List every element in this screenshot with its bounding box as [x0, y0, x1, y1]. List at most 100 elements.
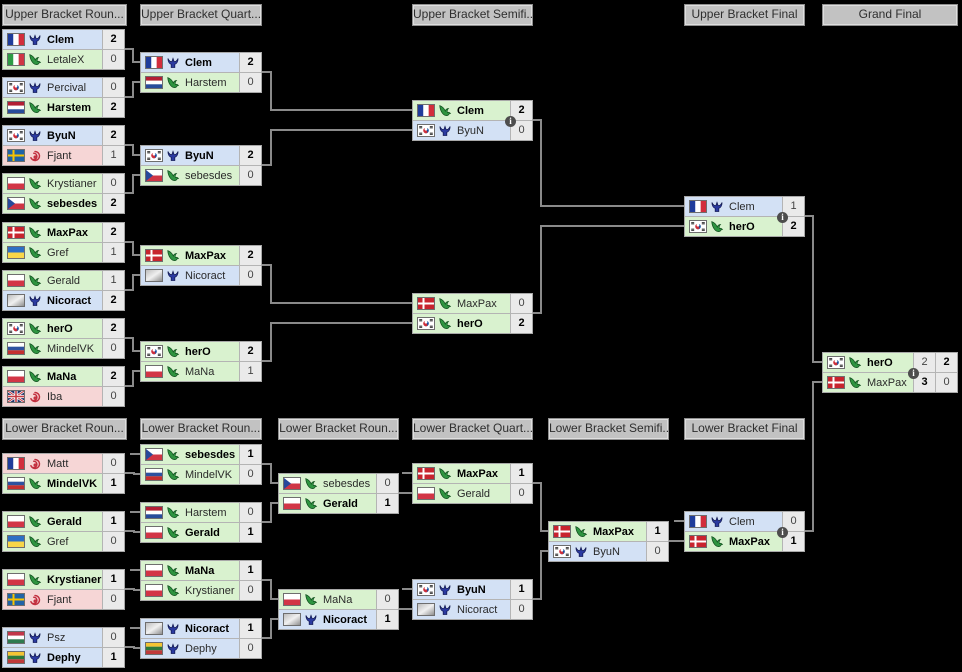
player-name[interactable]: Fjant: [47, 593, 72, 606]
player-name[interactable]: Gerald: [47, 274, 81, 287]
player-name[interactable]: MaxPax: [457, 297, 497, 310]
player-name[interactable]: MindelVK: [47, 342, 95, 355]
player-name[interactable]: Krystianer: [185, 584, 235, 597]
player-name[interactable]: ByuN: [185, 149, 214, 162]
player-name[interactable]: Nicoract: [457, 603, 498, 616]
player-name[interactable]: MaxPax: [457, 467, 498, 480]
player-name[interactable]: Dephy: [185, 642, 217, 655]
player-name[interactable]: MaxPax: [593, 525, 634, 538]
player-name[interactable]: ByuN: [47, 129, 76, 142]
player-name[interactable]: Clem: [729, 200, 755, 213]
player-name[interactable]: sebesdes: [323, 477, 371, 490]
player-name[interactable]: Clem: [729, 515, 755, 528]
player-name[interactable]: Dephy: [47, 651, 81, 664]
player-name[interactable]: Matt: [47, 457, 69, 470]
player-name[interactable]: herO: [867, 356, 893, 369]
player-name[interactable]: herO: [729, 220, 755, 233]
player-name[interactable]: Gref: [47, 246, 69, 259]
player-name[interactable]: MindelVK: [47, 477, 98, 490]
player-name[interactable]: ByuN: [457, 124, 484, 137]
player-name[interactable]: MaxPax: [47, 226, 88, 239]
player-name[interactable]: Gerald: [323, 497, 358, 510]
info-icon[interactable]: i: [908, 368, 919, 379]
player-name[interactable]: MaxPax: [729, 535, 770, 548]
player-name[interactable]: Clem: [47, 33, 74, 46]
player-name[interactable]: herO: [47, 322, 73, 335]
player-name[interactable]: MaNa: [185, 365, 215, 378]
player-name[interactable]: herO: [185, 345, 211, 358]
player-name[interactable]: Krystianer: [47, 573, 102, 586]
player-name[interactable]: Nicoract: [323, 613, 368, 626]
player-name[interactable]: Clem: [457, 104, 484, 117]
player-name[interactable]: Harstem: [185, 506, 227, 519]
player-name[interactable]: Gref: [47, 535, 69, 548]
player-name[interactable]: Psz: [47, 631, 66, 644]
info-icon[interactable]: i: [777, 527, 788, 538]
player-name[interactable]: MindelVK: [185, 468, 233, 481]
player-name[interactable]: sebesdes: [185, 169, 233, 182]
info-icon[interactable]: i: [777, 212, 788, 223]
player-name[interactable]: MaNa: [323, 593, 353, 606]
player-name[interactable]: LetaleX: [47, 53, 85, 66]
player-name[interactable]: MaxPax: [867, 376, 907, 389]
player-name[interactable]: sebesdes: [47, 197, 98, 210]
player-name[interactable]: MaxPax: [185, 249, 226, 262]
player-name[interactable]: Gerald: [185, 526, 220, 539]
player-name[interactable]: Gerald: [47, 515, 82, 528]
player-name[interactable]: Clem: [185, 56, 212, 69]
info-icon[interactable]: i: [505, 116, 516, 127]
player-name[interactable]: Nicoract: [185, 622, 230, 635]
player-name[interactable]: ByuN: [593, 545, 620, 558]
player-name[interactable]: Iba: [47, 390, 63, 403]
player-name[interactable]: sebesdes: [185, 448, 236, 461]
